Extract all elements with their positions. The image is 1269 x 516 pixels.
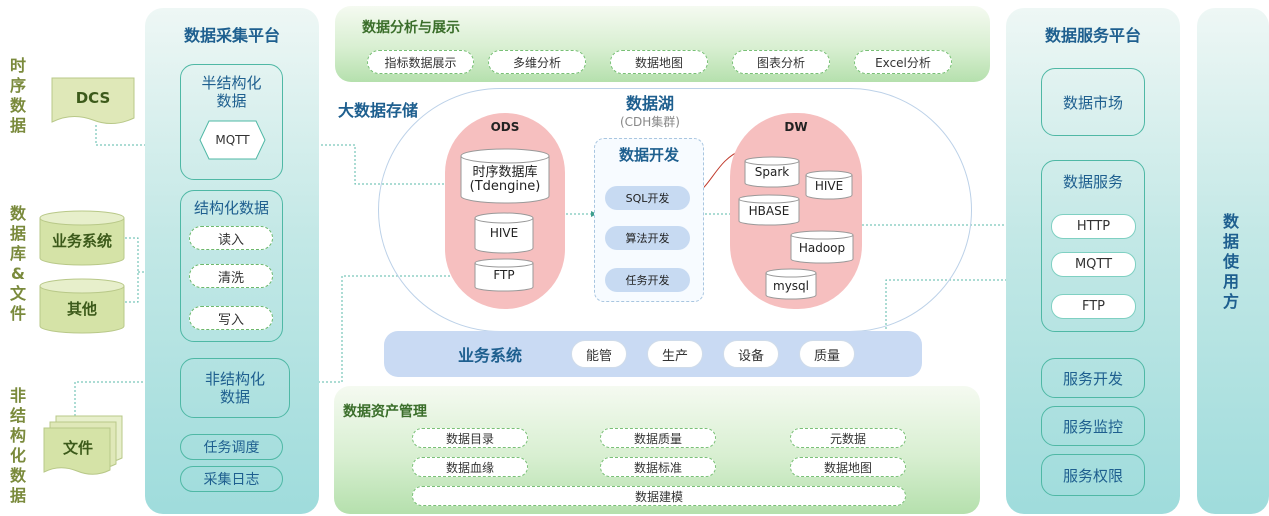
dcs-label: DCS xyxy=(75,89,111,107)
other-db-icon xyxy=(39,278,125,334)
dcs-doc-icon xyxy=(51,77,135,124)
asset-standard[interactable]: 数据标准 xyxy=(600,457,716,477)
business-system-title: 业务系统 xyxy=(457,346,522,365)
analysis-item-map[interactable]: 数据地图 xyxy=(610,50,708,74)
structured-box[interactable] xyxy=(180,190,283,342)
asset-modeling[interactable]: 数据建模 xyxy=(412,486,906,506)
business-system-db-icon xyxy=(39,210,125,266)
label-timeseries: 时序数据 xyxy=(9,56,26,135)
mqtt-collector-label: MQTT xyxy=(215,133,250,147)
service-platform-title: 数据服务平台 xyxy=(1044,26,1141,45)
business-item-quality[interactable]: 质量 xyxy=(799,340,855,368)
mqtt-hexagon-icon xyxy=(199,120,266,160)
ods-ftp-cylinder-icon xyxy=(474,258,534,292)
hadoop-label: Hadoop xyxy=(798,241,846,255)
protocol-mqtt[interactable]: MQTT xyxy=(1051,252,1136,277)
tsdb-label: 时序数据库 xyxy=(472,164,538,180)
semi-structured-title: 半结构化数据 xyxy=(201,74,262,110)
data-service-box xyxy=(1041,160,1145,332)
ods-title: ODS xyxy=(490,120,520,134)
collection-platform-panel xyxy=(145,8,319,514)
hbase-cylinder-icon xyxy=(738,194,800,226)
ods-ftp-label: FTP xyxy=(493,268,515,282)
data-lake-title: 数据湖 xyxy=(625,94,674,113)
hadoop-cylinder-icon xyxy=(790,230,854,264)
collection-platform-title: 数据采集平台 xyxy=(183,26,280,45)
service-permission-button[interactable]: 服务权限 xyxy=(1041,454,1145,496)
label-unstructured: 非结构化数据 xyxy=(9,386,26,505)
business-item-energy[interactable]: 能管 xyxy=(571,340,627,368)
data-dev-title: 数据开发 xyxy=(618,145,679,164)
tsdb-cylinder-icon xyxy=(460,148,550,204)
business-item-equipment[interactable]: 设备 xyxy=(723,340,779,368)
task-schedule-button[interactable]: 任务调度 xyxy=(180,434,283,460)
clean-step[interactable]: 清洗 xyxy=(189,264,273,288)
spark-cylinder-icon xyxy=(744,156,800,188)
asset-catalog[interactable]: 数据目录 xyxy=(412,428,528,448)
data-lake-subtitle: (CDH集群) xyxy=(619,114,680,129)
mysql-cylinder-icon xyxy=(765,268,817,300)
files-label: 文件 xyxy=(62,438,93,457)
service-dev-button[interactable]: 服务开发 xyxy=(1041,358,1145,398)
sql-dev-button[interactable]: SQL开发 xyxy=(605,186,690,210)
algorithm-dev-button[interactable]: 算法开发 xyxy=(605,226,690,250)
other-source-label: 其他 xyxy=(66,299,97,318)
analysis-item-chart[interactable]: 图表分析 xyxy=(732,50,830,74)
protocol-http[interactable]: HTTP xyxy=(1051,214,1136,239)
data-market-button[interactable]: 数据市场 xyxy=(1041,68,1145,136)
dw-hive-cylinder-icon xyxy=(805,170,853,200)
asset-lineage[interactable]: 数据血缘 xyxy=(412,457,528,477)
asset-quality[interactable]: 数据质量 xyxy=(600,428,716,448)
read-step[interactable]: 读入 xyxy=(189,226,273,250)
label-database-files: 数据库&文件 xyxy=(9,204,26,323)
dw-hive-label: HIVE xyxy=(814,179,844,193)
big-data-storage-title: 大数据存储 xyxy=(338,101,419,120)
asset-metadata[interactable]: 元数据 xyxy=(790,428,906,448)
asset-management-title: 数据资产管理 xyxy=(343,404,427,420)
dw-title: DW xyxy=(784,120,808,134)
write-step[interactable]: 写入 xyxy=(189,306,273,330)
mysql-label: mysql xyxy=(773,279,809,293)
analysis-item-multidim[interactable]: 多维分析 xyxy=(488,50,586,74)
ods-hive-label: HIVE xyxy=(489,226,519,240)
service-monitor-button[interactable]: 服务监控 xyxy=(1041,406,1145,446)
unstructured-box[interactable]: 非结构化数据 xyxy=(180,358,290,418)
business-system-source-label: 业务系统 xyxy=(51,231,112,250)
task-dev-button[interactable]: 任务开发 xyxy=(605,268,690,292)
structured-title: 结构化数据 xyxy=(193,198,269,217)
spark-label: Spark xyxy=(754,165,790,179)
tsdb-engine-label: (Tdengine) xyxy=(469,178,541,194)
line-db-bracket xyxy=(125,237,139,303)
analysis-title: 数据分析与展示 xyxy=(362,20,460,36)
analysis-item-excel[interactable]: Excel分析 xyxy=(854,50,952,74)
data-consumer-panel xyxy=(1197,8,1269,514)
protocol-ftp[interactable]: FTP xyxy=(1051,294,1136,319)
collect-log-button[interactable]: 采集日志 xyxy=(180,466,283,492)
hbase-label: HBASE xyxy=(748,204,790,218)
business-item-production[interactable]: 生产 xyxy=(647,340,703,368)
ods-hive-cylinder-icon xyxy=(474,212,534,254)
data-service-title: 数据服务 xyxy=(1062,172,1123,191)
files-stack-icon xyxy=(43,415,123,475)
analysis-item-indicator[interactable]: 指标数据展示 xyxy=(367,50,474,74)
asset-map[interactable]: 数据地图 xyxy=(790,457,906,477)
data-consumer-title: 数据使用方 xyxy=(1222,212,1239,311)
semi-structured-box[interactable] xyxy=(180,64,283,180)
